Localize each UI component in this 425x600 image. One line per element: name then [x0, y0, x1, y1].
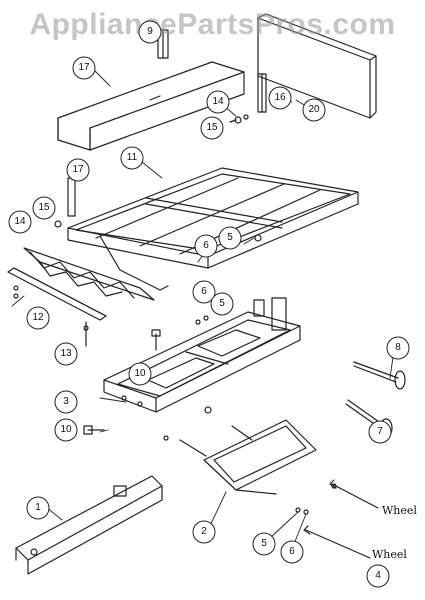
wheel-arrows [303, 479, 379, 559]
wheel-label-upper: Wheel [382, 504, 417, 517]
callout-4: 4 [365, 563, 391, 589]
callout-18: 16 [267, 85, 293, 111]
callout-8: 8 [385, 335, 411, 361]
part-16-hardware [229, 114, 249, 124]
part-11-upper-frame [67, 167, 359, 291]
part-3-main-deck [103, 297, 301, 413]
part-19-back-panel [57, 61, 245, 151]
part-14-side-slats [23, 247, 155, 301]
callout-10-upper: 10 [127, 361, 153, 387]
callout-3: 3 [53, 389, 79, 415]
part-18-bracket [257, 73, 267, 113]
part-12-rail [7, 267, 107, 321]
callout-2: 2 [191, 519, 217, 545]
callout-7: 7 [367, 419, 393, 445]
callout-6-upper: 6 [193, 233, 219, 259]
wheel-label-lower: Wheel [372, 548, 407, 561]
part-13-bolt [83, 321, 89, 347]
part-15-hardware [13, 220, 62, 299]
callout-14: 14 [7, 209, 33, 235]
callout-20: 20 [301, 97, 327, 123]
callout-16: 15 [199, 115, 225, 141]
callout-13: 13 [53, 341, 79, 367]
part-10-bolts [83, 329, 161, 435]
callout-6-mid: 6 [191, 279, 217, 305]
callout-5-mid: 5 [209, 291, 235, 317]
callout-10-lower: 10 [53, 417, 79, 443]
part-1-tongue [15, 475, 163, 575]
callout-19: 17 [71, 55, 97, 81]
callout-9: 9 [137, 19, 163, 45]
part-2-wheel-frame [179, 419, 317, 495]
callout-1: 1 [25, 495, 51, 521]
callout-6-lower: 6 [279, 539, 305, 565]
callout-5-lower: 5 [251, 531, 277, 557]
part-17-stake [67, 177, 76, 217]
part-8-axle [353, 361, 406, 390]
small-hardware [163, 315, 337, 515]
callout-11: 11 [119, 145, 145, 171]
part-9-post [157, 29, 169, 59]
callout-12: 12 [25, 305, 51, 331]
callout-5-upper: 5 [217, 225, 243, 251]
callout-17: 17 [65, 157, 91, 183]
callout-15-left: 15 [31, 195, 57, 221]
callout-15-upper: 14 [205, 89, 231, 115]
part-20-side-panel [257, 13, 377, 119]
